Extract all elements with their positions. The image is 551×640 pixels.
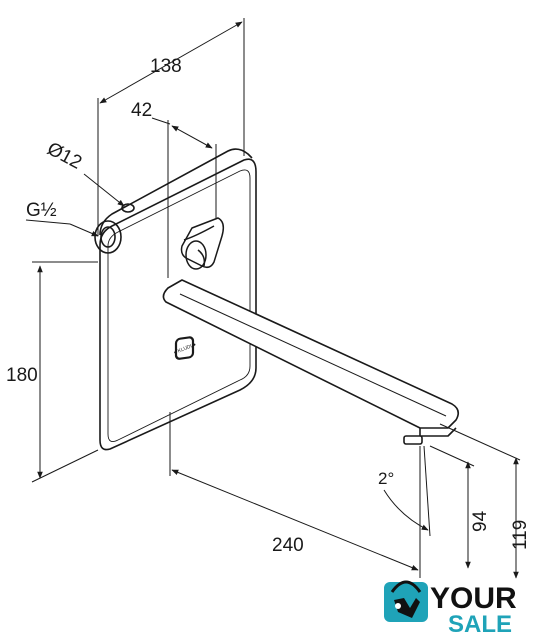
logo-word-your: YOUR (430, 582, 517, 615)
temperature-knob (180, 217, 225, 270)
dim-180: 180 (6, 365, 38, 386)
dim-g-half: G½ (26, 200, 57, 221)
dim-138: 138 (150, 56, 182, 77)
sensor (174, 336, 195, 360)
logo-word-sale: SALE (448, 611, 512, 638)
dim-119: 119 (510, 520, 531, 550)
dim-240: 240 (272, 535, 304, 556)
spout (162, 279, 460, 445)
dim-42: 42 (131, 100, 152, 121)
dim-diameter-12: Ø12 (44, 138, 86, 173)
dim-angle-2: 2° (378, 469, 394, 488)
dimension-lines (25, 18, 521, 579)
your-sale-logo: YOUR SALE (384, 580, 517, 638)
dim-94: 94 (470, 510, 491, 532)
